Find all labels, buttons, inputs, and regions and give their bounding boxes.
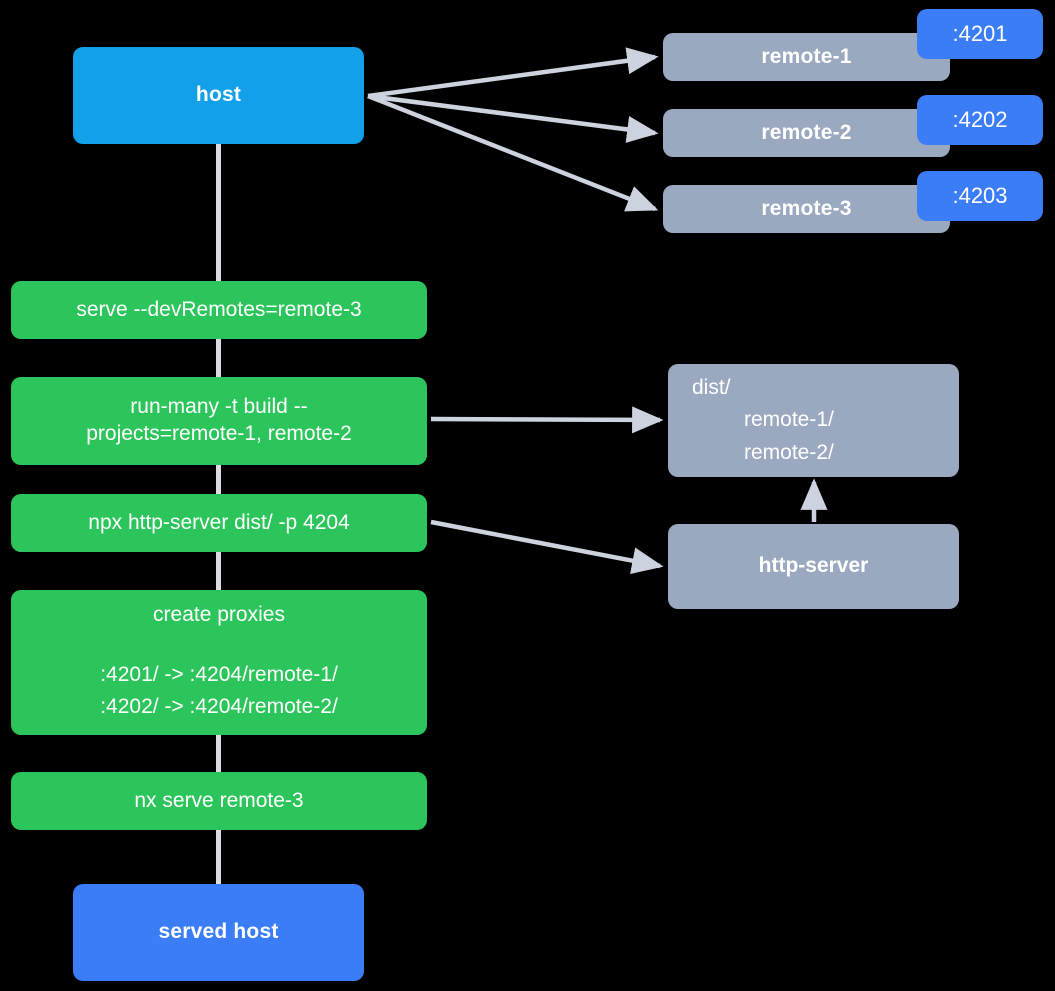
connector-host-to-serve bbox=[216, 140, 221, 285]
node-dist-folder[interactable]: dist/ remote-1/ remote-2/ bbox=[668, 364, 959, 477]
command-run-many-build-line2: projects=remote-1, remote-2 bbox=[86, 422, 352, 445]
connector-proxies-to-nxserve bbox=[216, 724, 221, 776]
command-create-proxies-line1: :4201/ -> :4204/remote-1/ bbox=[100, 663, 338, 687]
port-badge-remote-3: :4203 bbox=[917, 171, 1043, 221]
command-create-proxies-text: create proxies :4201/ -> :4204/remote-1/… bbox=[25, 602, 413, 723]
node-host[interactable]: host bbox=[73, 47, 364, 144]
edge-npx-to-http-server bbox=[430, 519, 664, 574]
connector-runmany-to-npx bbox=[216, 452, 221, 500]
command-create-proxies-title: create proxies bbox=[153, 603, 285, 627]
node-dist-folder-root: dist/ bbox=[692, 375, 731, 399]
port-badge-remote-1: :4201 bbox=[917, 9, 1043, 59]
port-badge-remote-3-label: :4203 bbox=[952, 183, 1008, 208]
node-remote-2[interactable]: remote-2 bbox=[663, 109, 950, 157]
command-npx-http-server-label: npx http-server dist/ -p 4204 bbox=[88, 510, 350, 534]
edge-host-to-remote-1 bbox=[367, 47, 659, 99]
port-badge-remote-2: :4202 bbox=[917, 95, 1043, 145]
command-nx-serve-remote-3[interactable]: nx serve remote-3 bbox=[11, 772, 427, 830]
node-remote-1-label: remote-1 bbox=[761, 44, 852, 68]
command-create-proxies-line2: :4202/ -> :4204/remote-2/ bbox=[100, 694, 338, 718]
node-remote-2-label: remote-2 bbox=[761, 120, 852, 144]
command-run-many-build-text: run-many -t build -- projects=remote-1, … bbox=[25, 394, 413, 448]
node-served-host[interactable]: served host bbox=[73, 884, 364, 981]
connector-serve-to-runmany bbox=[216, 336, 221, 386]
command-serve-dev-remotes[interactable]: serve --devRemotes=remote-3 bbox=[11, 281, 427, 339]
node-dist-folder-child-2: remote-2/ bbox=[744, 440, 834, 464]
node-host-label: host bbox=[195, 83, 242, 107]
node-dist-folder-text: dist/ remote-1/ remote-2/ bbox=[668, 372, 959, 470]
edge-host-to-remote-3 bbox=[367, 93, 659, 212]
node-http-server[interactable]: http-server bbox=[668, 524, 959, 609]
edge-runmany-to-dist bbox=[430, 406, 664, 434]
node-dist-folder-child-1: remote-1/ bbox=[744, 408, 834, 432]
node-remote-3-label: remote-3 bbox=[761, 196, 852, 220]
connector-npx-to-proxies bbox=[216, 546, 221, 596]
port-badge-remote-2-label: :4202 bbox=[952, 107, 1008, 132]
command-npx-http-server[interactable]: npx http-server dist/ -p 4204 bbox=[11, 494, 427, 552]
connector-nxserve-to-servedhost bbox=[216, 826, 221, 888]
command-nx-serve-remote-3-label: nx serve remote-3 bbox=[134, 788, 304, 812]
command-run-many-build-line1: run-many -t build -- bbox=[130, 395, 308, 419]
command-run-many-build[interactable]: run-many -t build -- projects=remote-1, … bbox=[11, 377, 427, 465]
node-served-host-label: served host bbox=[158, 920, 279, 944]
node-remote-3[interactable]: remote-3 bbox=[663, 185, 950, 233]
node-remote-1[interactable]: remote-1 bbox=[663, 33, 950, 81]
edge-host-to-remote-2 bbox=[367, 93, 659, 143]
command-create-proxies[interactable]: create proxies :4201/ -> :4204/remote-1/… bbox=[11, 590, 427, 735]
node-http-server-label: http-server bbox=[758, 554, 869, 578]
port-badge-remote-1-label: :4201 bbox=[952, 21, 1008, 46]
command-serve-dev-remotes-label: serve --devRemotes=remote-3 bbox=[76, 297, 362, 321]
